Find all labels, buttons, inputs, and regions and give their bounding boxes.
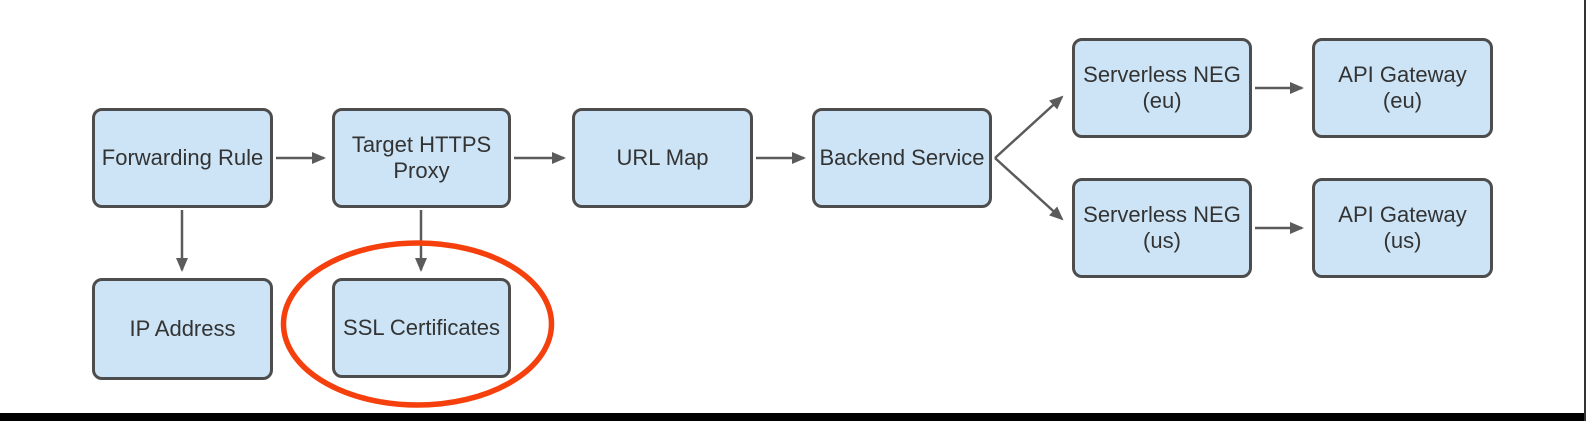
node-api-gateway-us-label: API Gateway (us) <box>1338 201 1467 253</box>
window-right-edge <box>1584 0 1586 421</box>
node-ip-address-label: IP Address <box>129 315 236 341</box>
node-serverless-neg-eu: Serverless NEG (eu) <box>1072 38 1252 138</box>
node-backend-service: Backend Service <box>812 108 992 208</box>
node-target-https-proxy: Target HTTPS Proxy <box>332 108 511 208</box>
edge-backend-service-to-serverless-neg-eu <box>994 95 1064 159</box>
node-forwarding-rule-label: Forwarding Rule <box>101 144 264 170</box>
node-ssl-certificates-label: SSL Certificates <box>343 314 500 340</box>
node-url-map: URL Map <box>572 108 753 208</box>
node-target-https-proxy-label: Target HTTPS Proxy <box>351 131 492 183</box>
node-serverless-neg-eu-label: Serverless NEG (eu) <box>1083 61 1241 113</box>
node-api-gateway-us: API Gateway (us) <box>1312 178 1493 278</box>
node-ssl-certificates: SSL Certificates <box>332 278 511 378</box>
node-serverless-neg-us-label: Serverless NEG (us) <box>1083 201 1241 253</box>
node-api-gateway-eu-label: API Gateway (eu) <box>1338 61 1467 113</box>
edge-backend-service-to-serverless-neg-us <box>994 157 1064 221</box>
window-bottom-edge <box>0 413 1586 421</box>
node-ip-address: IP Address <box>92 278 273 380</box>
node-forwarding-rule: Forwarding Rule <box>92 108 273 208</box>
node-serverless-neg-us: Serverless NEG (us) <box>1072 178 1252 278</box>
node-api-gateway-eu: API Gateway (eu) <box>1312 38 1493 138</box>
node-backend-service-label: Backend Service <box>819 144 985 170</box>
node-url-map-label: URL Map <box>616 144 709 170</box>
